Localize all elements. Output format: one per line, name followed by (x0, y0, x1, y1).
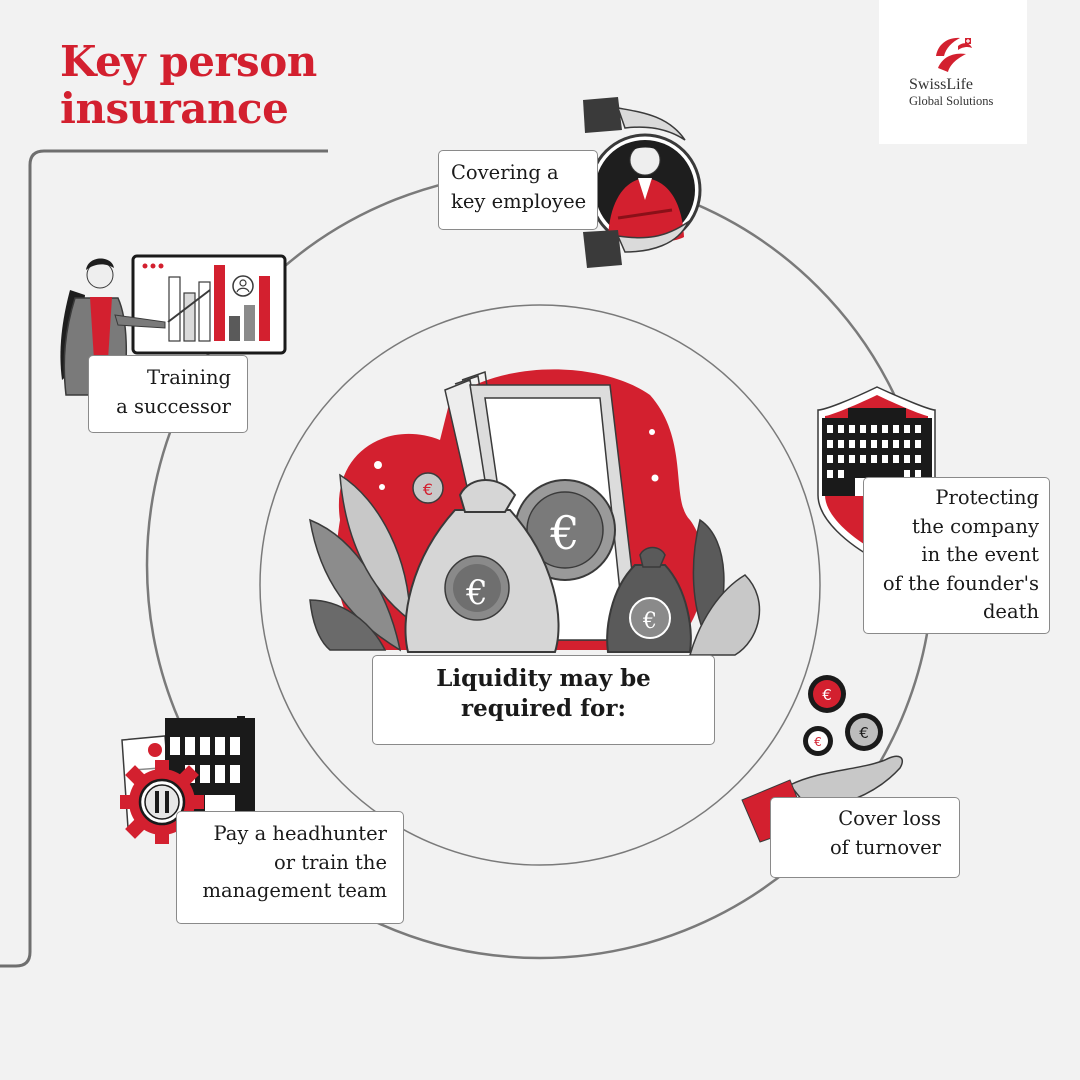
center-label: Liquidity may be required for: (372, 655, 715, 745)
presenter-with-chart-icon (60, 254, 287, 396)
successor-label: Training a successor (88, 355, 248, 433)
founder-label: Protecting the company in the event of t… (863, 477, 1050, 634)
svg-text:€: € (642, 609, 657, 634)
title-line-1: Key person (60, 37, 317, 86)
swisslife-logo-icon (936, 37, 972, 72)
svg-text:€: € (859, 724, 869, 742)
center-line-2: required for: (461, 695, 626, 722)
building-gear-document-icon (120, 716, 255, 844)
svg-text:€: € (822, 686, 832, 704)
successor-line-1: Training (146, 366, 231, 389)
key-employee-line-2: key employee (451, 189, 587, 213)
turnover-label: Cover loss of turnover (770, 797, 960, 878)
svg-text:€: € (814, 735, 822, 749)
page-title: Key person insurance (60, 38, 317, 132)
successor-line-2: a successor (116, 394, 231, 418)
headhunter-line-2: or train the (274, 850, 387, 874)
founder-line-5: death (982, 600, 1039, 623)
inner-ring (259, 304, 821, 866)
title-line-2: insurance (60, 84, 289, 133)
headhunter-line-1: Pay a headhunter (213, 822, 388, 845)
euro-money-bags-icon: € € € € (309, 369, 761, 656)
key-employee-label: Covering a key employee (438, 150, 598, 230)
founder-line-3: in the event (921, 543, 1039, 566)
turnover-line-1: Cover loss (838, 807, 941, 830)
founder-line-2: the company (912, 514, 1039, 538)
founder-line-1: Protecting (935, 486, 1039, 509)
svg-text:€: € (549, 506, 579, 560)
logo-subtitle: Global Solutions (909, 94, 994, 108)
svg-text:€: € (423, 480, 433, 499)
founder-line-4: of the founder's (882, 571, 1039, 595)
bracket-line (0, 149, 328, 968)
businessman-in-hands-icon (583, 97, 702, 268)
svg-text:€: € (465, 573, 488, 613)
headhunter-label: Pay a headhunter or train the management… (176, 811, 404, 924)
turnover-line-2: of turnover (829, 835, 941, 859)
headhunter-line-3: management team (202, 879, 387, 902)
center-line-1: Liquidity may be (436, 665, 651, 692)
key-employee-line-1: Covering a (451, 161, 559, 184)
swisslife-logo: SwissLife Global Solutions (879, 0, 1027, 144)
logo-brand: SwissLife (909, 76, 973, 93)
